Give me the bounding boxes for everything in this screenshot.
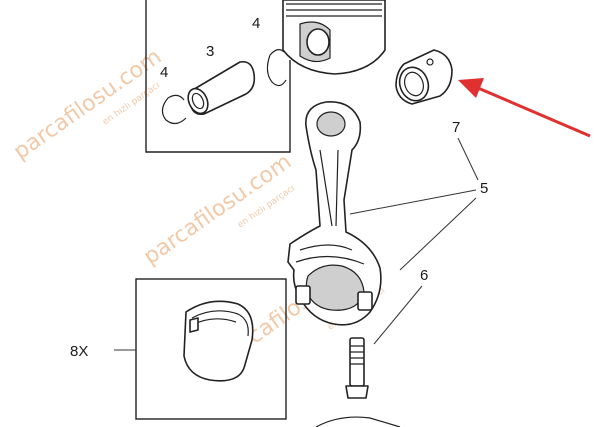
callout-rod-bolt: 6 [420, 267, 428, 284]
bottom-partial-part [315, 416, 401, 427]
leader-lines [349, 137, 479, 345]
callout-bushing: 7 [452, 119, 460, 136]
callout-pin-retainer-left: 4 [160, 64, 168, 81]
callout-pin-retainer-top: 4 [252, 15, 260, 32]
bearing-detail-box [135, 278, 287, 420]
watermark-brand-1: parcafilosu.com [9, 44, 166, 165]
callout-bearing-qty: 8X [70, 343, 88, 360]
rod-bolt [345, 337, 369, 399]
callout-piston-pin: 3 [206, 43, 214, 60]
bearing-shell [183, 300, 254, 382]
connecting-rod [287, 101, 382, 326]
pin-retainer-left [161, 94, 187, 125]
piston-pin [187, 60, 256, 116]
highlight-arrow [458, 78, 591, 138]
pin-detail-box [145, 0, 291, 153]
small-end-bushing [395, 49, 453, 105]
piston [282, 0, 386, 75]
pin-retainer-top [266, 49, 287, 87]
watermark-brand-2: parcafilosu.com [139, 149, 296, 270]
callout-connecting-rod: 5 [480, 180, 488, 197]
